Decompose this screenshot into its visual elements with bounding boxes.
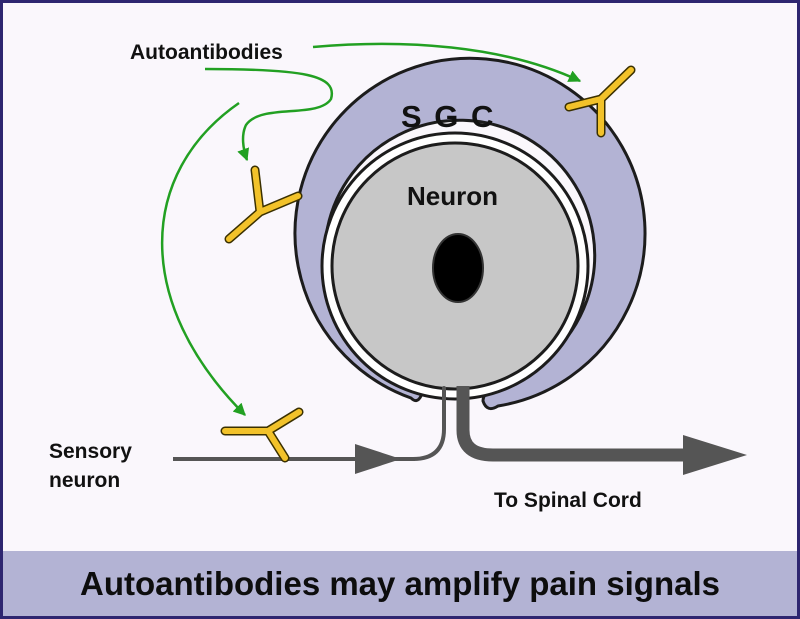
sensory-neuron-label-line1: Sensory [49, 440, 132, 463]
neuron-stem [411, 386, 446, 461]
y-shaped-antibody-icon [220, 407, 304, 463]
diagram-canvas [161, 42, 747, 475]
neuron-label: Neuron [407, 181, 498, 211]
sensory-axon-arrowhead [355, 444, 401, 474]
green-arrow-to-lower-antibody [161, 101, 246, 416]
to-spinal-cord-label: To Spinal Cord [494, 489, 642, 512]
spinal-axon-arrowhead [683, 435, 747, 475]
caption-text: Autoantibodies may amplify pain signals [80, 564, 720, 602]
nucleus [432, 233, 484, 303]
sensory-neuron-label-line2: neuron [49, 469, 121, 492]
diagram-frame: Autoantibodies S G C Neuron Sensory neur… [3, 3, 797, 616]
autoantibodies-label: Autoantibodies [130, 41, 283, 64]
y-shaped-antibody-icon [564, 65, 636, 138]
sgc-label: S G C [401, 99, 496, 134]
spinal-axon [456, 386, 693, 462]
y-shaped-antibody-icon [224, 165, 303, 244]
caption-bar: Autoantibodies may amplify pain signals [3, 551, 797, 616]
green-arrow-to-right-antibody [312, 42, 582, 83]
green-arrow-to-upper-antibody [204, 67, 334, 162]
